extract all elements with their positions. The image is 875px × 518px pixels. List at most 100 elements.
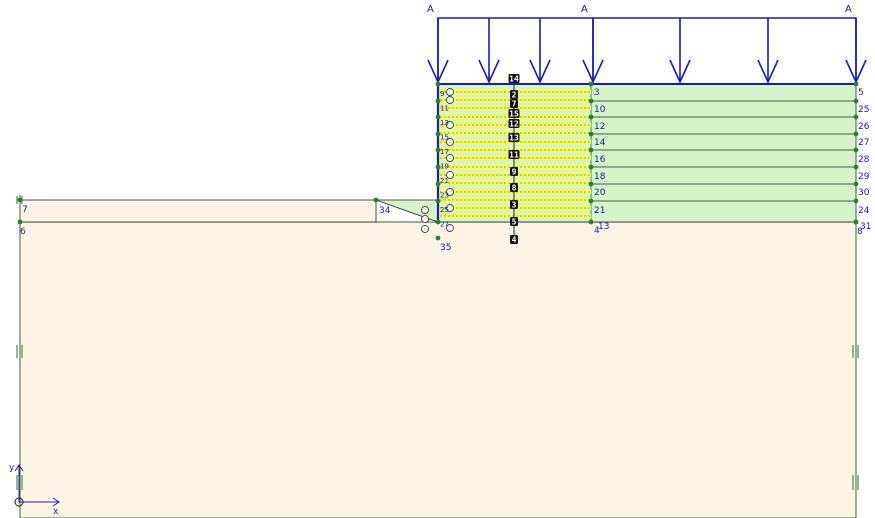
node-point [588, 147, 594, 153]
node-label-mid: 20 [594, 188, 606, 198]
node-label-wall: 27 [440, 221, 449, 229]
node-label-6: 6 [20, 227, 26, 237]
anchor-tag-label: 12 [509, 120, 519, 129]
anchor-tag[interactable] [508, 109, 520, 118]
anchor-tag[interactable] [508, 150, 520, 159]
anchor-tag-label: 4 [512, 236, 517, 245]
node-label-31: 31 [860, 222, 871, 232]
axis-label-y: y [9, 463, 15, 473]
anchor-tag[interactable] [510, 217, 518, 226]
node-label-wall: 9 [440, 90, 444, 98]
node-point [435, 164, 441, 170]
node-label-wall: 17 [440, 148, 449, 156]
node-label-34: 34 [379, 206, 391, 216]
node-label-wall: 21 [440, 177, 449, 185]
node-label-right: 28 [858, 155, 870, 165]
anchor-tag-label: 5 [512, 218, 517, 227]
load-arrow-head [582, 59, 604, 84]
node-point [588, 198, 594, 204]
node-label-right: 30 [858, 188, 870, 198]
anchor-tag[interactable] [510, 183, 518, 192]
node-label-mid: 10 [594, 105, 606, 115]
load-label-a-left: A [427, 4, 434, 15]
node-point [588, 81, 594, 87]
anchor-tag[interactable] [510, 90, 518, 99]
node-point [435, 114, 441, 120]
load-arrow-head [757, 59, 779, 84]
fixity-marks [16, 196, 859, 490]
node-point [435, 81, 441, 87]
node-point [435, 219, 441, 225]
node-point [588, 114, 594, 120]
load-arrow-head [669, 59, 691, 84]
node-label-mid: 18 [594, 172, 606, 182]
node-label-8: 8 [857, 227, 863, 237]
node-point [435, 235, 441, 241]
geogrid[interactable] [440, 214, 591, 218]
interface-node [446, 138, 454, 146]
interface-node [446, 204, 454, 212]
node-point [853, 131, 859, 137]
node-point [853, 181, 859, 187]
load-arrow-head [529, 59, 551, 84]
node-point [435, 198, 441, 204]
node-label-right: 5 [858, 88, 864, 98]
anchor-tag[interactable] [508, 119, 520, 128]
load-arrow-head [478, 59, 500, 84]
anchor-tag-label: 3 [512, 201, 517, 210]
anchor-tag-label: 15 [509, 110, 519, 119]
node-point [435, 147, 441, 153]
distributed-load[interactable] [437, 17, 857, 85]
soil-cluster[interactable] [19, 221, 857, 518]
node-point [588, 219, 594, 225]
berm-layer[interactable] [19, 199, 377, 223]
node-point [853, 219, 859, 225]
interface-node [446, 121, 454, 129]
node-point [853, 198, 859, 204]
load-label-a-mid: A [581, 4, 588, 15]
anchor-tag[interactable] [510, 167, 518, 176]
node-point [373, 197, 379, 203]
node-label-wall: 15 [440, 134, 449, 142]
anchor-tag[interactable] [508, 133, 520, 142]
anchor-tag-label: 13 [509, 134, 519, 143]
anchor-tag-label: 11 [509, 151, 519, 160]
node-label-wall: 11 [440, 105, 449, 113]
node-label-mid: 3 [594, 88, 600, 98]
interface-node [446, 154, 454, 162]
node-label-13: 13 [598, 222, 609, 232]
interface-node [421, 225, 429, 233]
node-label-mid: 14 [594, 138, 606, 148]
node-point [853, 114, 859, 120]
anchor-tag[interactable] [510, 99, 518, 108]
anchor-tag-label: 8 [512, 184, 517, 193]
axis-label-x: x [53, 507, 59, 517]
node-label-mid: 12 [594, 122, 605, 132]
anchor-tag[interactable] [508, 74, 520, 83]
node-label-right: 26 [858, 122, 870, 132]
node-point [435, 98, 441, 104]
node-point [17, 219, 23, 225]
load-label-a-right: A [845, 4, 852, 15]
anchor-tag-label: 14 [509, 75, 519, 84]
interface-node [446, 188, 454, 196]
anchor-tag[interactable] [510, 235, 518, 244]
anchor-tag-label: 9 [512, 168, 517, 177]
node-label-7: 7 [22, 205, 28, 215]
anchor-tag[interactable] [510, 200, 518, 209]
node-point [588, 164, 594, 170]
node-point [435, 131, 441, 137]
node-point [588, 98, 594, 104]
node-point [853, 164, 859, 170]
interface-node [446, 171, 454, 179]
node-point [17, 197, 23, 203]
node-points [17, 81, 859, 241]
node-label-right: 25 [858, 105, 869, 115]
node-label-wall: 25 [440, 206, 449, 214]
anchor-tag-label: 7 [512, 100, 517, 109]
node-label-35: 35 [440, 243, 451, 253]
node-label-wall: 23 [440, 192, 449, 200]
